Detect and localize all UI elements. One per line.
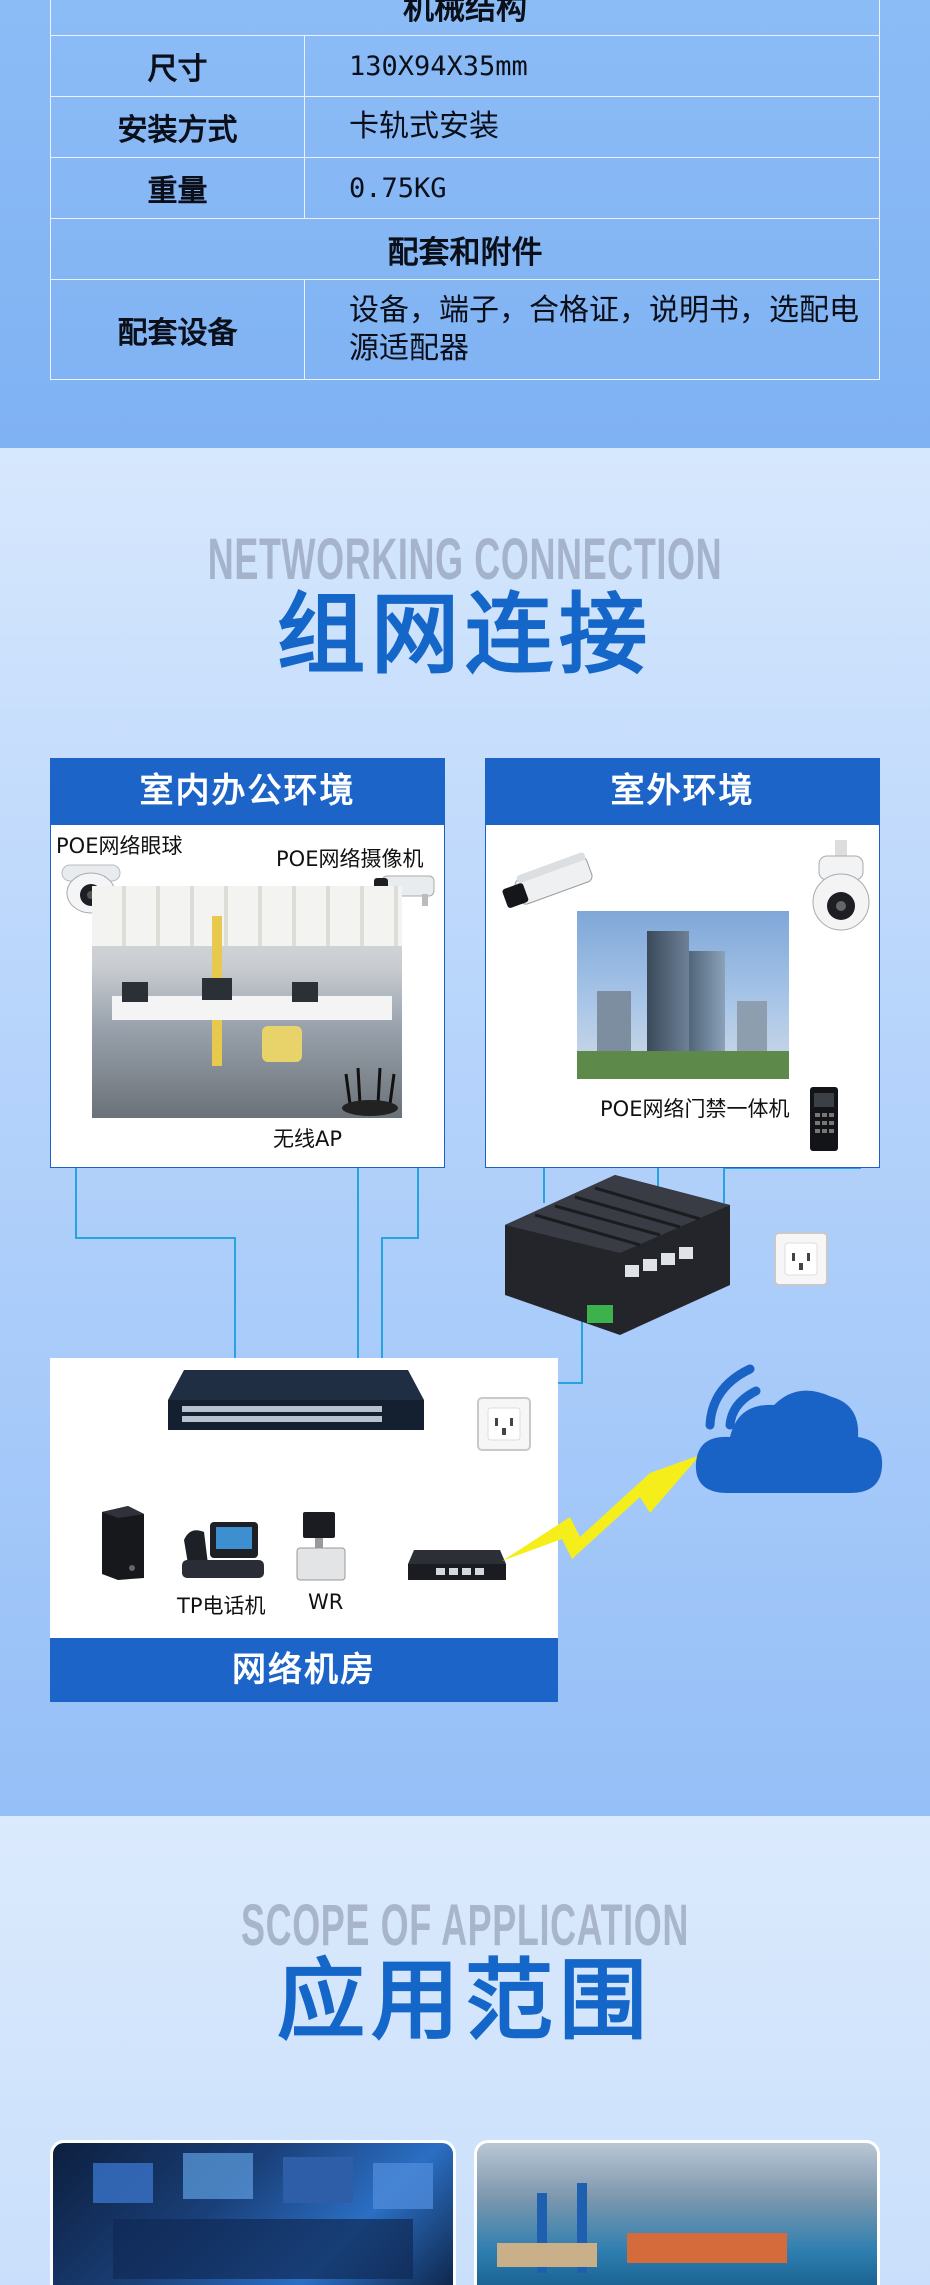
spec-header-mechanical: 机械结构 [50,0,880,36]
table-row: 机械结构 [50,0,880,36]
wireless-ap-icon [342,1067,398,1116]
table-row: 配套和附件 [50,218,880,280]
industrial-switch-icon [505,1175,730,1335]
dome-camera-label: POE网络眼球 [56,834,183,858]
ghost-english-title: SCOPE OF APPLICATION [241,1893,689,1958]
desktop-pc-icon [102,1506,144,1580]
section-title: 组网连接 [276,583,653,686]
network-room-title: 网络机房 [50,1638,558,1702]
ip-phone-icon [182,1522,264,1578]
ip-phone-label: TP电话机 [177,1594,266,1618]
wr-label: WR [308,1590,344,1614]
app-image-monitoring [50,2140,456,2285]
spec-value: 设备，端子，合格证，说明书，选配电源适配器 [304,279,880,380]
spec-value: 卡轨式安装 [304,96,880,158]
spec-value: 130X94X35mm [304,35,880,97]
router-icon [408,1550,506,1580]
wr-device-icon [296,1512,346,1581]
spec-section: 机械结构 尺寸 130X94X35mm 安装方式 卡轨式安装 重量 0.75KG… [0,0,930,448]
spec-table: 机械结构 尺寸 130X94X35mm 安装方式 卡轨式安装 重量 0.75KG… [50,0,880,380]
city-photo [577,911,789,1079]
application-section: SCOPE OF APPLICATION 应用范围 [0,1816,930,2285]
ptz-camera-icon [812,840,870,931]
lightning-bolt-icon [502,1455,700,1561]
spec-key: 重量 [50,157,305,219]
table-row: 安装方式 卡轨式安装 [50,96,880,158]
outdoor-bullet-camera-icon [502,852,593,908]
app-image-port [474,2140,880,2285]
table-row: 尺寸 130X94X35mm [50,35,880,97]
spec-key: 配套设备 [50,279,305,380]
core-switch-icon [168,1370,424,1430]
access-control-label: POE网络门禁一体机 [600,1097,790,1121]
section-title: 应用范围 [276,1949,653,2052]
wireless-ap-label: 无线AP [273,1127,343,1151]
bullet-camera-label: POE网络摄像机 [276,847,424,871]
spec-header-accessories: 配套和附件 [50,218,880,280]
indoor-panel-title: 室内办公环境 [50,758,445,825]
access-control-icon [810,1087,838,1151]
spec-key: 尺寸 [50,35,305,97]
power-outlet-icon [774,1232,828,1286]
networking-section: NETWORKING CONNECTION 组网连接 室内办公环境 [0,448,930,1816]
table-row: 重量 0.75KG [50,157,880,219]
spec-value: 0.75KG [304,157,880,219]
outdoor-panel-title: 室外环境 [485,758,880,825]
spec-key: 安装方式 [50,96,305,158]
office-photo [92,886,402,1118]
ghost-english-title: NETWORKING CONNECTION [207,527,723,592]
power-outlet-icon [477,1397,531,1451]
table-row: 配套设备 设备，端子，合格证，说明书，选配电源适配器 [50,279,880,380]
cloud-icon [695,1364,883,1493]
